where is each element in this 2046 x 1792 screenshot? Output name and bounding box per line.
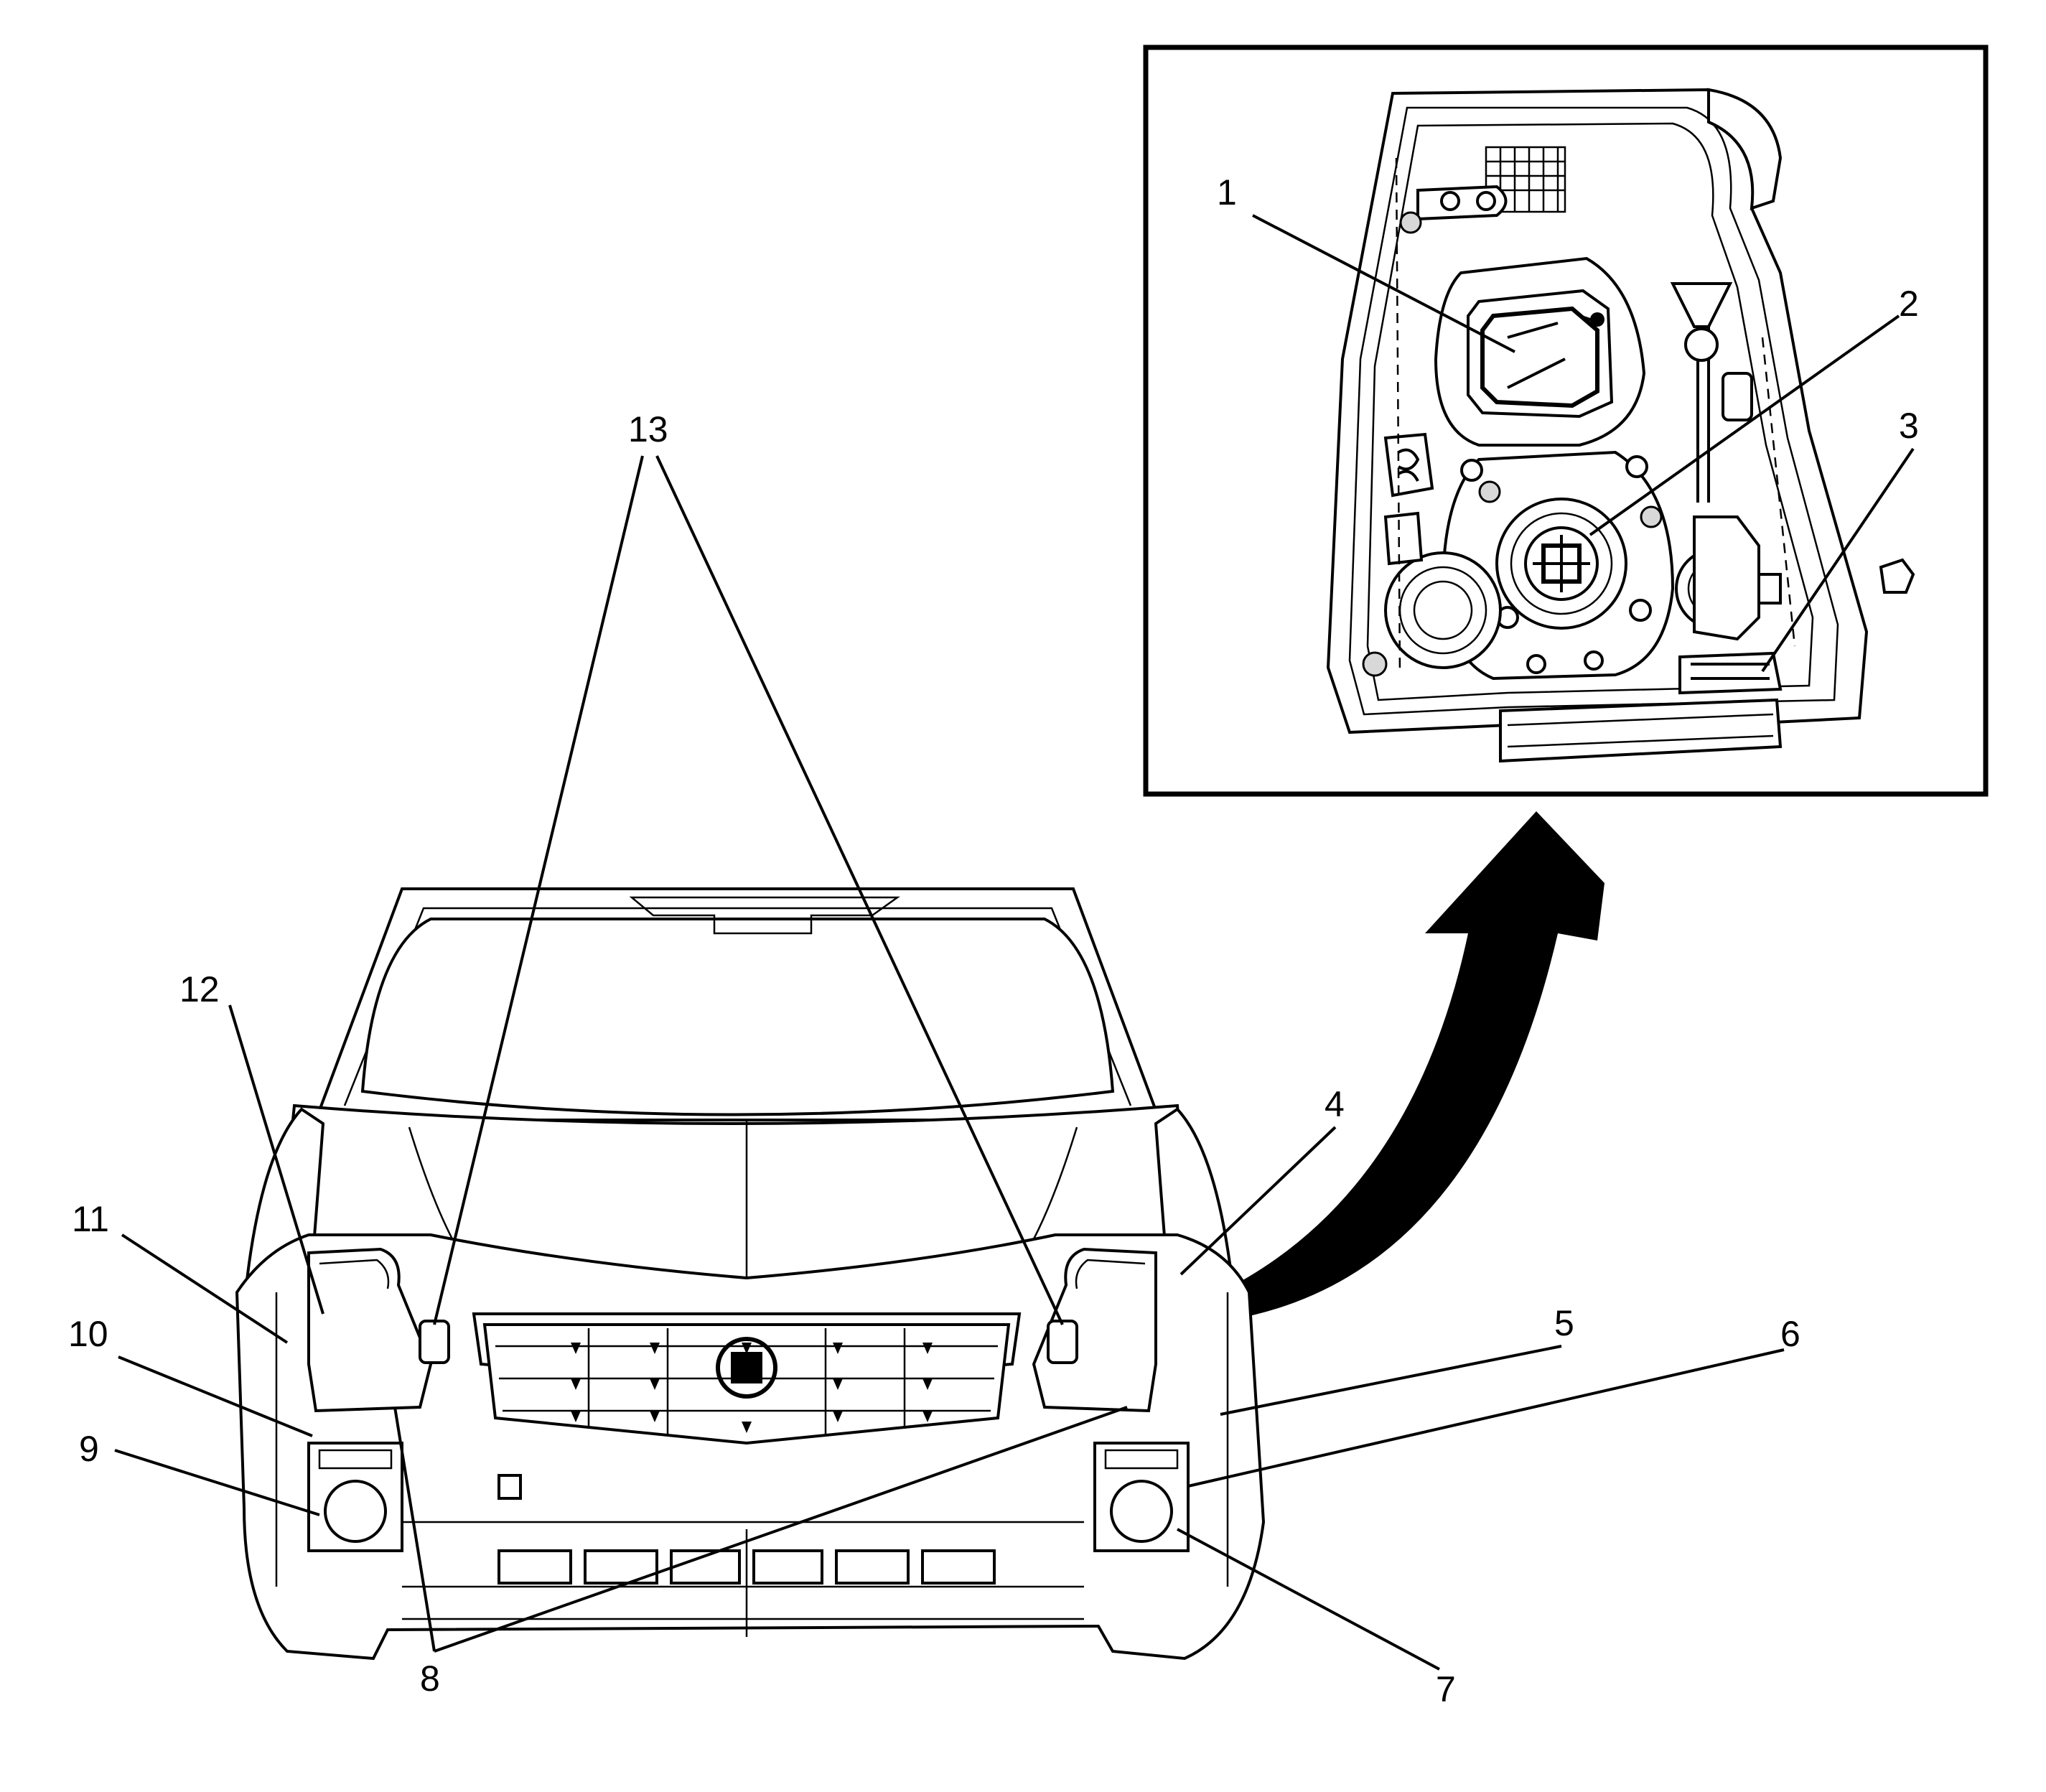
low-beam-cover [1467,289,1614,419]
park-lamp-socket [1384,551,1502,669]
vehicle-front-view [235,887,1266,1661]
callout-8: 8 [420,1658,440,1699]
callout-5: 5 [1554,1303,1574,1343]
lower-lens-tab [1499,698,1783,763]
callout-10: 10 [68,1314,108,1354]
callout-3: 3 [1899,406,1919,446]
mirror-mount [629,896,900,935]
side-marker-connector [1678,651,1783,695]
headlamp-rear-view [1326,88,1915,763]
callout-1: 1 [1217,172,1237,213]
right-headlamp [1032,1247,1157,1413]
callout-12: 12 [179,969,220,1009]
callout-9: 9 [79,1429,99,1469]
callout-7: 7 [1436,1669,1456,1709]
grille [472,1312,1022,1445]
inset-panel [1143,45,1989,797]
leader-lines [114,214,1915,1671]
callout-11: 11 [72,1199,109,1239]
mesh-area [1485,146,1566,213]
callout-6: 6 [1780,1314,1800,1354]
left-headlamp [307,1247,433,1413]
left-fog-lamp [324,1480,387,1543]
callout-labels: 1 2 3 4 5 6 7 8 9 10 11 12 13 [68,172,1919,1709]
callout-4: 4 [1325,1084,1345,1124]
windshield-glass [360,918,1115,1116]
left-washer-nozzle [419,1320,450,1364]
direction-arrow [1185,811,1604,1325]
emblem [716,1337,777,1399]
lower-grille-slots [498,1474,996,1585]
callout-2: 2 [1899,284,1919,324]
callout-13: 13 [628,409,668,449]
right-fog-lamp [1110,1480,1173,1543]
right-washer-nozzle [1047,1320,1078,1364]
